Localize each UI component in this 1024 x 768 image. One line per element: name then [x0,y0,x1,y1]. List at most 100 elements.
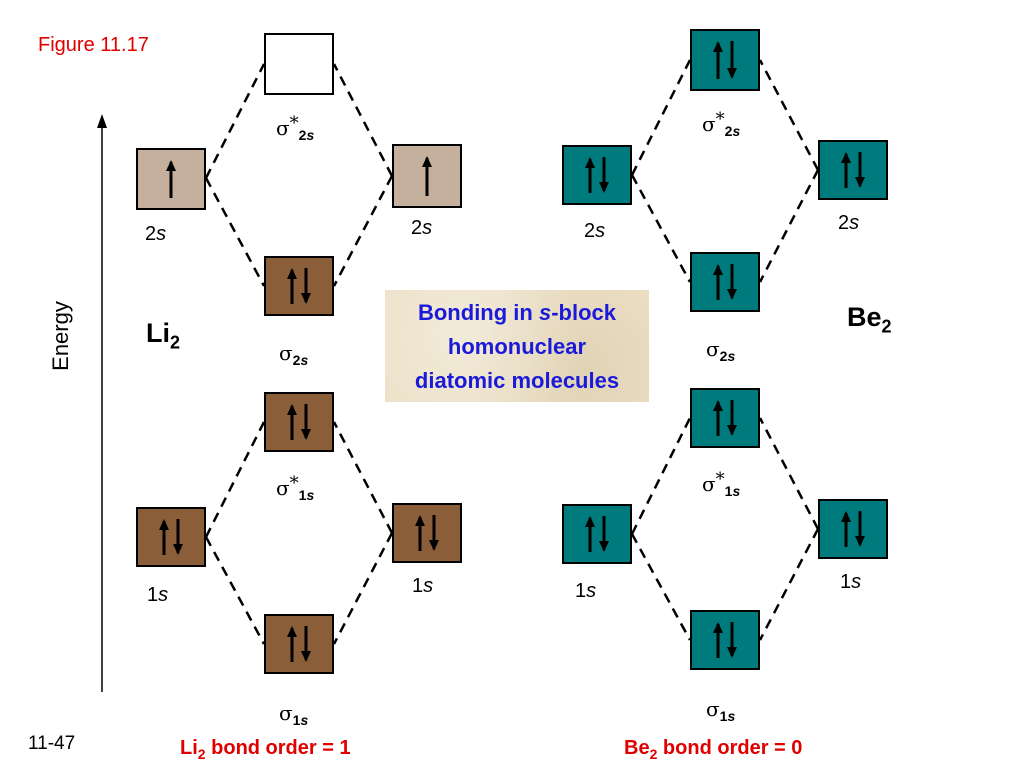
li2-dash-left1s-to-sigmastar1s [204,421,266,538]
electron-arrows [266,35,332,93]
li2-sigma-2s-label: σ2s [279,341,309,368]
li2-dash-left1s-to-sigma1s [204,536,266,645]
be2-sigma-2s-orbital [690,252,760,312]
li2-left-2s-label: 2s [145,223,167,245]
be2-dash-left1s-to-sigma1s [630,533,692,641]
title-box: Bonding in s-block homonuclear diatomic … [385,290,649,402]
be2-dash-right2s-to-sigmastar2s [758,59,820,171]
electron-up-arrow [713,400,723,436]
be2-right-1s-label: 1s [840,571,862,593]
electron-down-arrow [727,622,737,658]
energy-axis-arrowhead [97,114,107,128]
li2-molecule-label: Li2 [146,318,181,353]
electron-up-arrow [841,152,851,188]
be2-right-2s-orbital [818,140,888,200]
electron-arrows [841,152,865,188]
li2-sigma-star-2s-label: σ*2s [276,113,315,143]
be2-left-1s-label: 1s [575,580,597,602]
electron-down-arrow [301,404,311,440]
electron-up-arrow [287,626,297,662]
li2-sigma-2s-orbital [264,256,334,316]
be2-molecule-label: Be2 [847,302,892,337]
electron-up-arrow [585,516,595,552]
be2-dash-left2s-to-sigma2s [630,174,692,283]
be2-dash-right1s-to-sigmastar1s [758,417,820,530]
li2-sigma-1s-label: σ1s [279,701,309,728]
electron-arrows [713,264,737,300]
electron-up-arrow [713,622,723,658]
be2-sigma-1s-orbital [690,610,760,670]
electron-arrows [159,519,183,555]
title-line-3: diatomic molecules [414,368,620,393]
title-line-2: homonuclear [447,334,587,359]
electron-down-arrow [727,41,737,79]
electron-up-arrow [841,511,851,547]
be2-sigma-2s-label: σ2s [706,337,736,364]
electron-down-arrow [301,268,311,304]
electron-arrows [585,157,609,193]
li2-dash-right2s-to-sigmastar2s [332,63,394,177]
electron-down-arrow [429,515,439,551]
be2-left-1s-orbital [562,504,632,564]
be2-right-1s-orbital [818,499,888,559]
electron-up-arrow [585,157,595,193]
energy-axis-label: Energy [48,301,73,371]
li2-left-1s-orbital [136,507,206,567]
be2-sigma-star-2s-orbital [690,29,760,91]
be2-right-2s-label: 2s [838,212,860,234]
electron-down-arrow [727,264,737,300]
electron-arrows [585,516,609,552]
electron-arrows [287,268,311,304]
li2-dash-left2s-to-sigma2s [204,177,266,287]
be2-sigma-star-1s-orbital [690,388,760,448]
li2-dash-left2s-to-sigmastar2s [204,63,266,179]
electron-up-arrow [159,519,169,555]
electron-down-arrow [855,152,865,188]
li2-dash-right2s-to-sigma2s [332,175,394,287]
li2-sigma-star-1s-orbital [264,392,334,452]
be2-left-2s-label: 2s [584,220,606,242]
be2-bond-order: Be2 bond order = 0 [624,737,803,762]
electron-arrows [415,515,439,551]
electron-down-arrow [301,626,311,662]
electron-arrows [166,160,176,198]
electron-up-arrow [287,404,297,440]
be2-sigma-1s-label: σ1s [706,697,736,724]
li2-dash-right1s-to-sigmastar1s [332,421,394,534]
be2-sigma-star-2s-label: σ*2s [702,109,741,139]
li2-left-1s-label: 1s [147,584,169,606]
electron-arrows [841,511,865,547]
li2-right-1s-orbital [392,503,462,563]
be2-dash-right2s-to-sigma2s [758,169,820,283]
li2-sigma-1s-orbital [264,614,334,674]
be2-dash-left1s-to-sigmastar1s [630,417,692,535]
electron-arrows [713,400,737,436]
electron-arrows [287,404,311,440]
electron-up-arrow [415,515,425,551]
electron-down-arrow [727,400,737,436]
li2-sigma-star-2s-orbital [264,33,334,95]
li2-right-1s-label: 1s [412,575,434,597]
figure-label: Figure 11.17 [38,34,149,56]
electron-down-arrow [599,516,609,552]
electron-up-arrow [287,268,297,304]
electron-up-arrow [713,41,723,79]
li2-bond-order: Li2 bond order = 1 [180,737,351,762]
li2-right-2s-orbital [392,144,462,208]
be2-dash-right1s-to-sigma1s [758,528,820,641]
be2-sigma-star-1s-label: σ*1s [702,469,741,499]
li2-right-2s-label: 2s [411,217,433,239]
li2-left-2s-orbital [136,148,206,210]
electron-up-arrow [422,156,432,196]
electron-up-arrow [713,264,723,300]
be2-dash-left2s-to-sigmastar2s [630,59,692,176]
title-line-1: Bonding in s-block [417,300,616,325]
electron-up-arrow [166,160,176,198]
electron-arrows [287,626,311,662]
electron-arrows [713,622,737,658]
be2-left-2s-orbital [562,145,632,205]
li2-sigma-star-1s-label: σ*1s [276,473,315,503]
electron-arrows [422,156,432,196]
